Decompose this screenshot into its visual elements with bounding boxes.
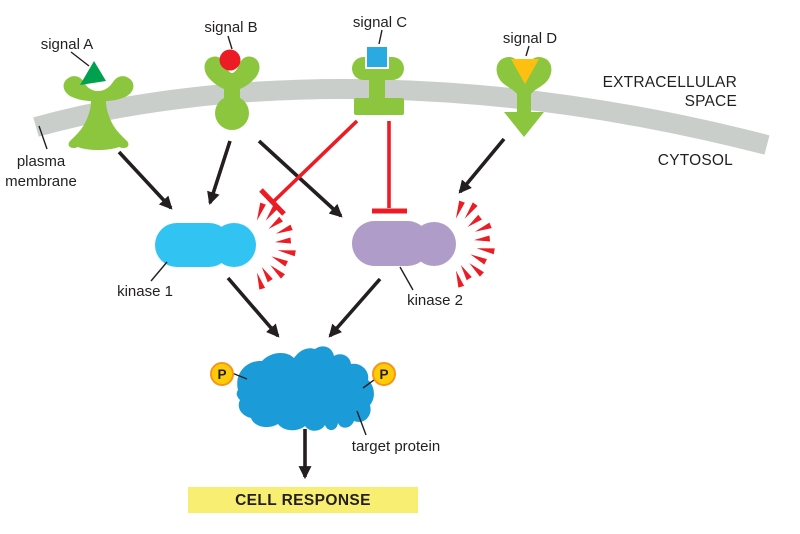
signal-a-pointer [70,51,90,67]
kinase1-label: kinase 1 [117,283,173,300]
signal-b-circle [219,49,241,71]
signal-b-label: signal B [204,19,257,36]
kinase1-pointer [150,261,168,282]
receptor-b [204,49,260,130]
plasma-membrane-label-line2: membrane [5,173,77,190]
signal-d-triangle [511,59,539,84]
receptor-b-cytosolic-ball [215,96,249,130]
arrow-kinase1-to-target [226,276,280,338]
receptor-d [496,57,552,137]
phosphate-left-connector [231,372,248,380]
cell-response-label: CELL RESPONSE [235,492,371,509]
receptor-c-base [354,98,404,115]
phosphate-left-label: P [217,367,226,382]
arrow-d-to-kinase2 [458,137,506,194]
extracellular-space-label-line1: EXTRACELLULAR [603,74,737,91]
phosphate-right-label: P [379,367,388,382]
arrow-b-to-kinase1 [207,140,232,206]
extracellular-space-label-line2: SPACE [685,93,737,110]
kinase2-activity-burst [455,200,495,288]
kinase2-blob [352,221,456,266]
phosphate-right-connector [362,379,375,389]
signal-c-label: signal C [353,14,407,31]
receptor-b-body [204,56,260,104]
target-protein-label: target protein [352,438,440,455]
plasma-membrane-band [33,79,770,155]
kinase2-pointer [399,266,414,291]
receptor-c-stem [369,76,385,102]
receptor-c [352,45,404,115]
signal-c-square [365,45,389,69]
kinase2-label: kinase 2 [407,292,463,309]
arrow-kinase2-to-target [328,277,382,338]
signal-d-label: signal D [503,30,557,47]
receptor-a-body [63,76,134,150]
arrow-a-to-kinase1 [117,150,173,210]
arrow-b-to-kinase2 [257,139,343,218]
plasma-membrane-label-line1: plasma [17,153,66,170]
kinase1-activity-burst [256,202,296,290]
phosphate-right: P [372,362,396,386]
target-protein-pointer [356,410,367,436]
signal-c-pointer [378,29,383,45]
target-protein-blob [236,346,374,431]
kinase1-blob [155,223,256,267]
inhibit-c-to-kinase2 [372,121,407,214]
inhibit-c-to-kinase1 [259,119,359,216]
signal-b-pointer [227,35,233,50]
signal-d-pointer [525,45,530,57]
cell-response-box [188,487,418,513]
receptor-d-body [496,57,552,137]
plasma-membrane-pointer [38,125,48,150]
cytosol-label: CYTOSOL [658,152,733,169]
receptor-a [63,61,134,150]
signal-a-triangle [80,61,106,85]
phosphate-left: P [210,362,234,386]
signal-a-label: signal A [41,36,94,53]
